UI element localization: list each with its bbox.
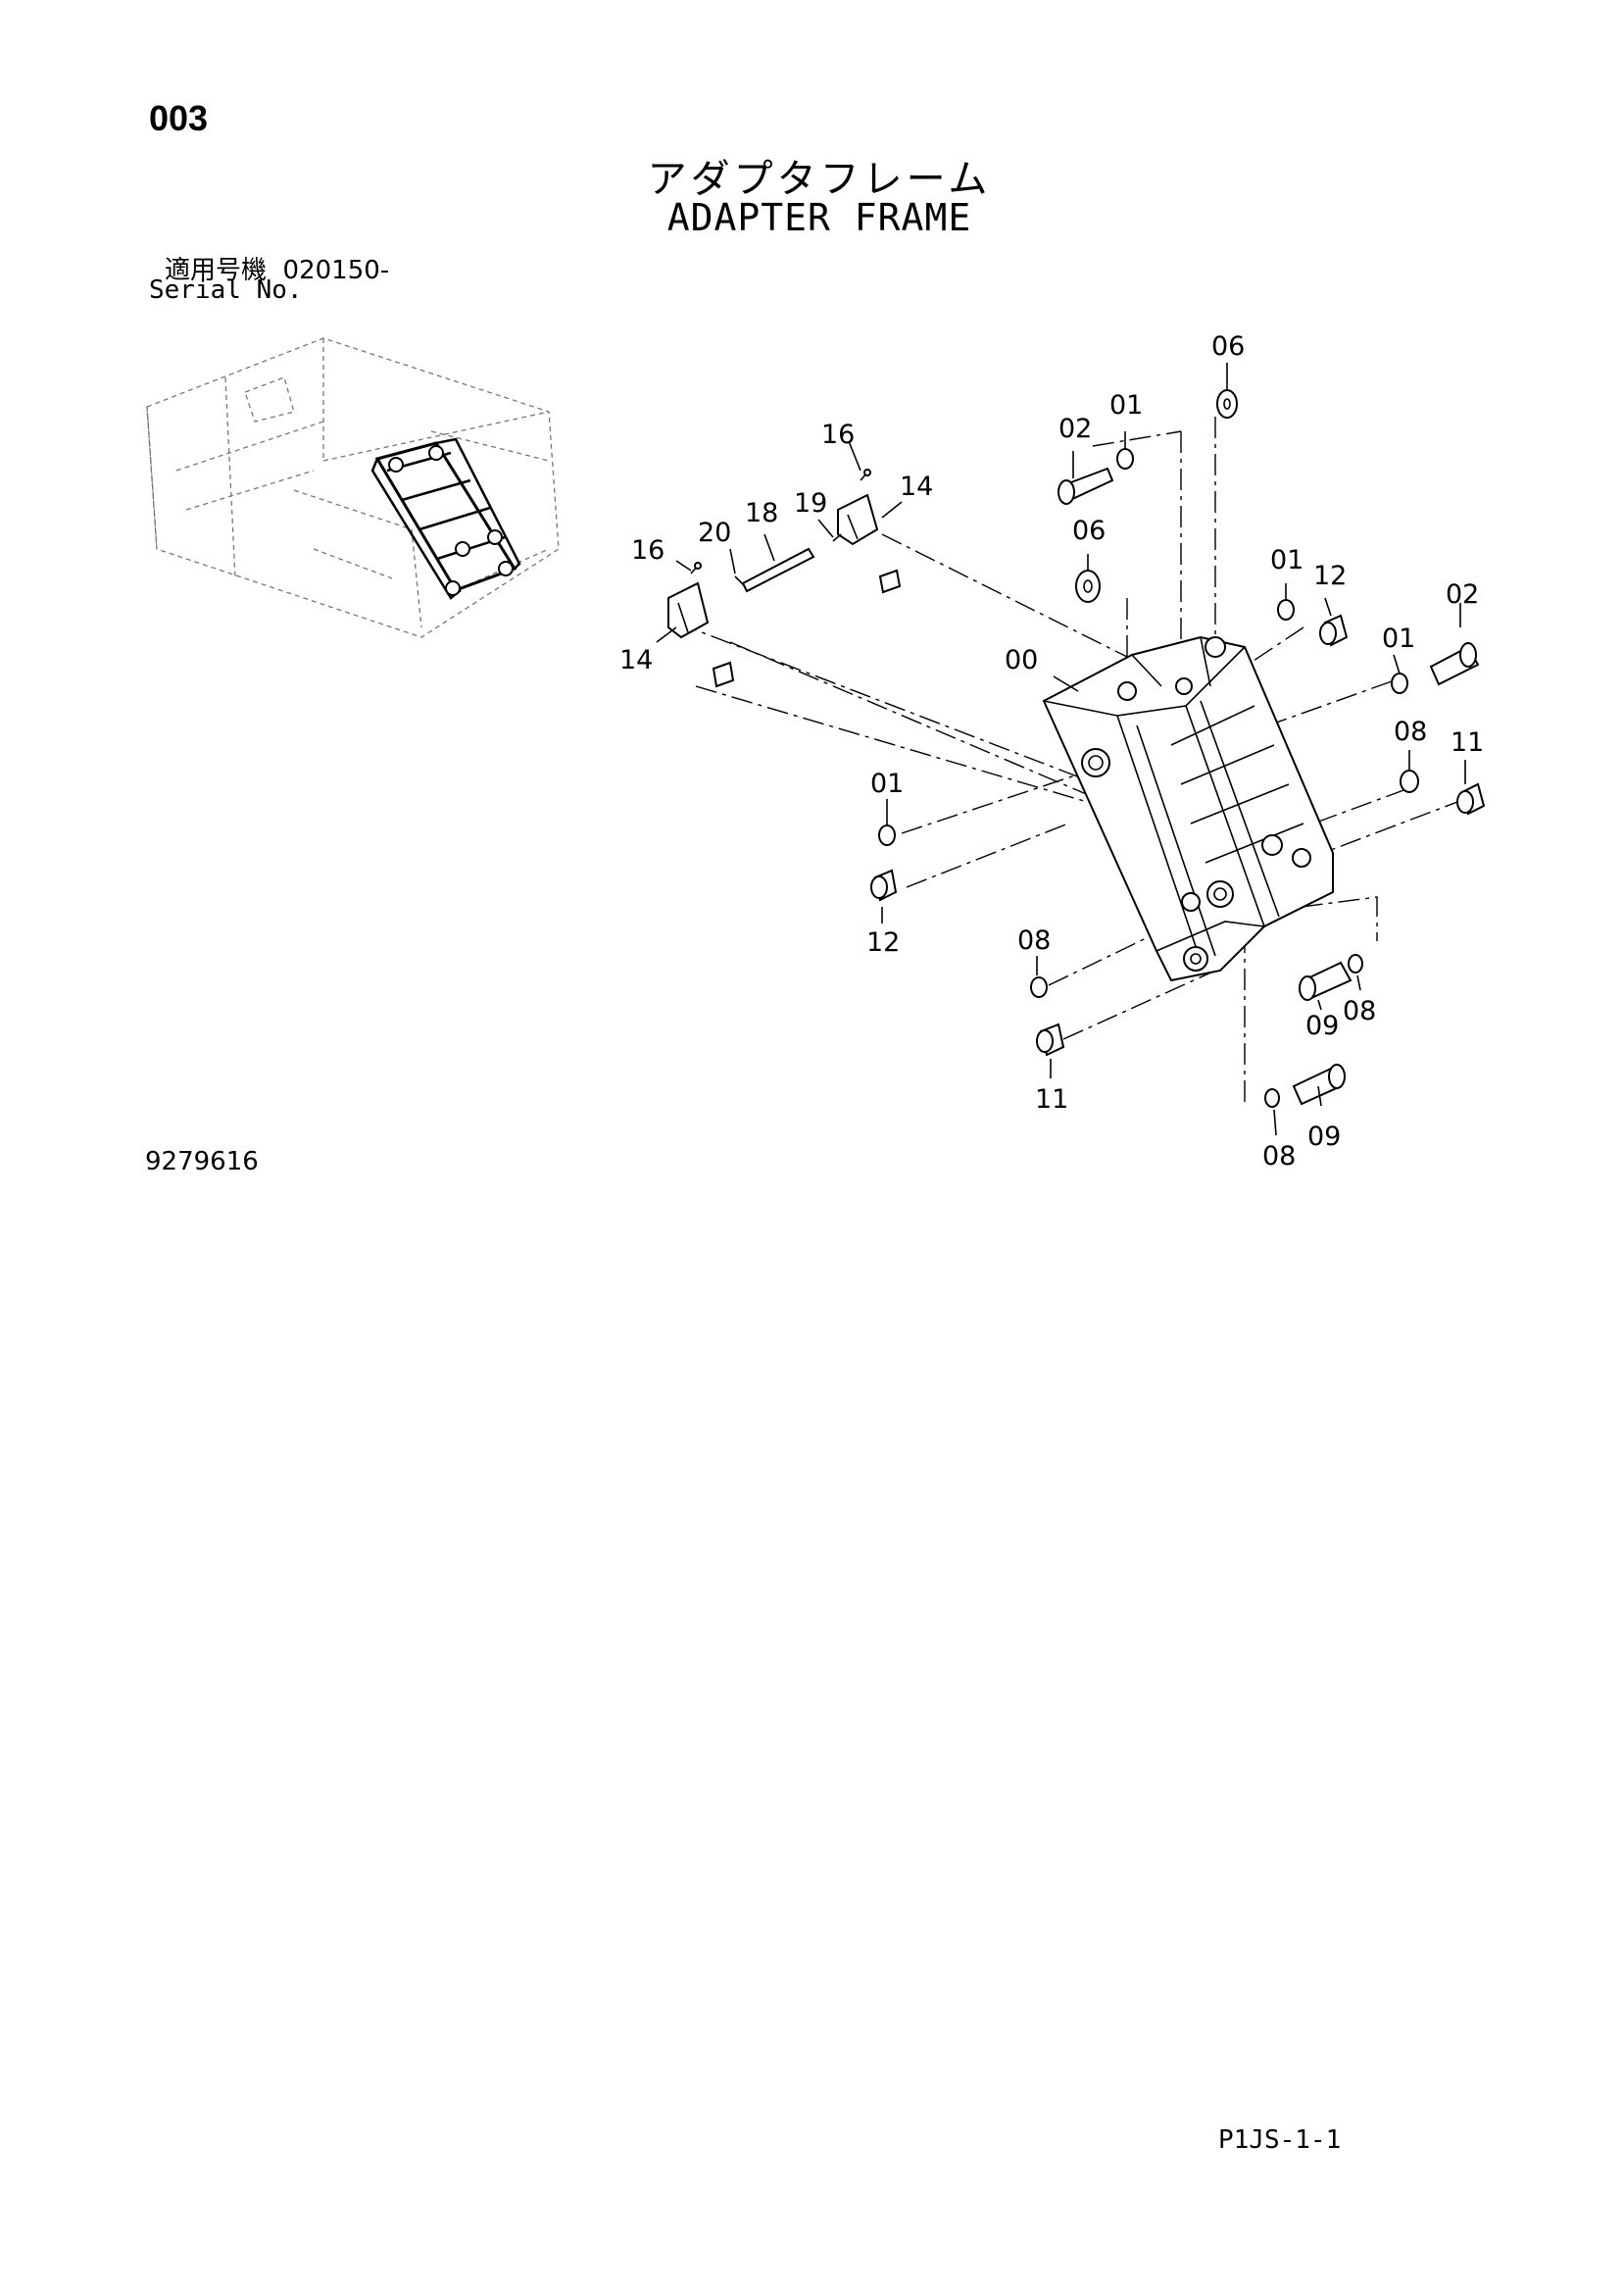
callout-08-lower: 08 [1262, 1141, 1296, 1172]
page-number: 003 [149, 98, 209, 138]
callout-08-upper: 08 [1343, 996, 1376, 1026]
callout-08-left: 08 [1017, 925, 1051, 956]
callout-09-upper: 09 [1305, 1011, 1339, 1041]
adapter-frame-part-00 [1042, 635, 1334, 982]
bushing-12-right [1319, 614, 1349, 647]
drawing-number: 9279616 [145, 1147, 259, 1176]
callout-11-left: 11 [1035, 1084, 1068, 1115]
callout-01-right: 01 [1382, 624, 1415, 654]
callout-20: 20 [698, 518, 731, 548]
plate-14-lower [667, 581, 710, 639]
bushing-08-upper [1348, 954, 1363, 973]
bushing-01-top [1116, 448, 1134, 470]
assembly-guide-lines [675, 417, 1466, 1103]
bolt-16-upper [860, 469, 871, 481]
pin-19 [832, 533, 842, 542]
leader-lines [656, 363, 1466, 1136]
block-lower [712, 661, 735, 688]
callout-11-right: 11 [1451, 727, 1484, 758]
bolt-16-lower [690, 562, 702, 574]
callout-12-right: 12 [1313, 561, 1347, 591]
pin-20 [734, 575, 746, 587]
callout-09-lower: 09 [1307, 1122, 1341, 1152]
bushing-08-lower [1264, 1088, 1280, 1108]
serial-label-jp: 適用号機 [165, 256, 268, 285]
serial-line-japanese: 適用号機 020150- [165, 250, 389, 286]
bushing-08-left [1030, 976, 1048, 998]
callout-labels: 06 01 02 16 14 19 18 20 16 14 06 01 12 0… [619, 331, 1484, 1172]
bushing-11-left [1036, 1023, 1065, 1057]
bushing-11-right [1456, 782, 1486, 816]
plate-14-upper [837, 493, 879, 546]
callout-02-top: 02 [1058, 414, 1092, 444]
pin-02-right [1429, 642, 1480, 686]
washer-06-top [1216, 389, 1238, 419]
callout-16-upper: 16 [821, 420, 855, 450]
bushing-01-right-top [1277, 599, 1295, 621]
callout-01-right-top: 01 [1270, 545, 1303, 575]
bushing-08-right [1400, 770, 1419, 793]
title-japanese: アダプタフレーム [647, 157, 992, 202]
callout-19: 19 [794, 488, 827, 519]
callout-18: 18 [745, 498, 778, 528]
serial-label-english: Serial No. [149, 275, 303, 305]
machine-overview-inset [146, 337, 560, 638]
rod-18 [741, 547, 815, 593]
serial-value: 020150- [282, 256, 390, 285]
block-upper [878, 569, 902, 594]
pin-02-top [1057, 467, 1114, 505]
callout-01-top: 01 [1109, 390, 1143, 421]
highlighted-adapter-frame [370, 437, 521, 600]
pin-09-lower [1292, 1064, 1346, 1106]
sheet-code: P1JS-1-1 [1218, 2125, 1342, 2155]
callout-06-top: 06 [1211, 331, 1245, 362]
callout-06-mid: 06 [1072, 516, 1106, 546]
washer-06-mid [1075, 570, 1101, 603]
bushing-01-right [1391, 673, 1408, 694]
callout-01-left: 01 [870, 769, 904, 799]
title-english: ADAPTER FRAME [666, 196, 972, 239]
callout-14-lower: 14 [619, 645, 653, 675]
callout-14-upper: 14 [900, 472, 933, 502]
callout-02-right: 02 [1446, 579, 1479, 610]
callout-12-left: 12 [866, 927, 900, 958]
callout-00-frame: 00 [1005, 645, 1038, 675]
callout-16-lower: 16 [631, 535, 664, 566]
callout-08-right: 08 [1394, 717, 1427, 747]
bushing-01-left [878, 824, 896, 846]
pin-09-upper [1299, 961, 1352, 1001]
bushing-12-left [870, 869, 898, 902]
